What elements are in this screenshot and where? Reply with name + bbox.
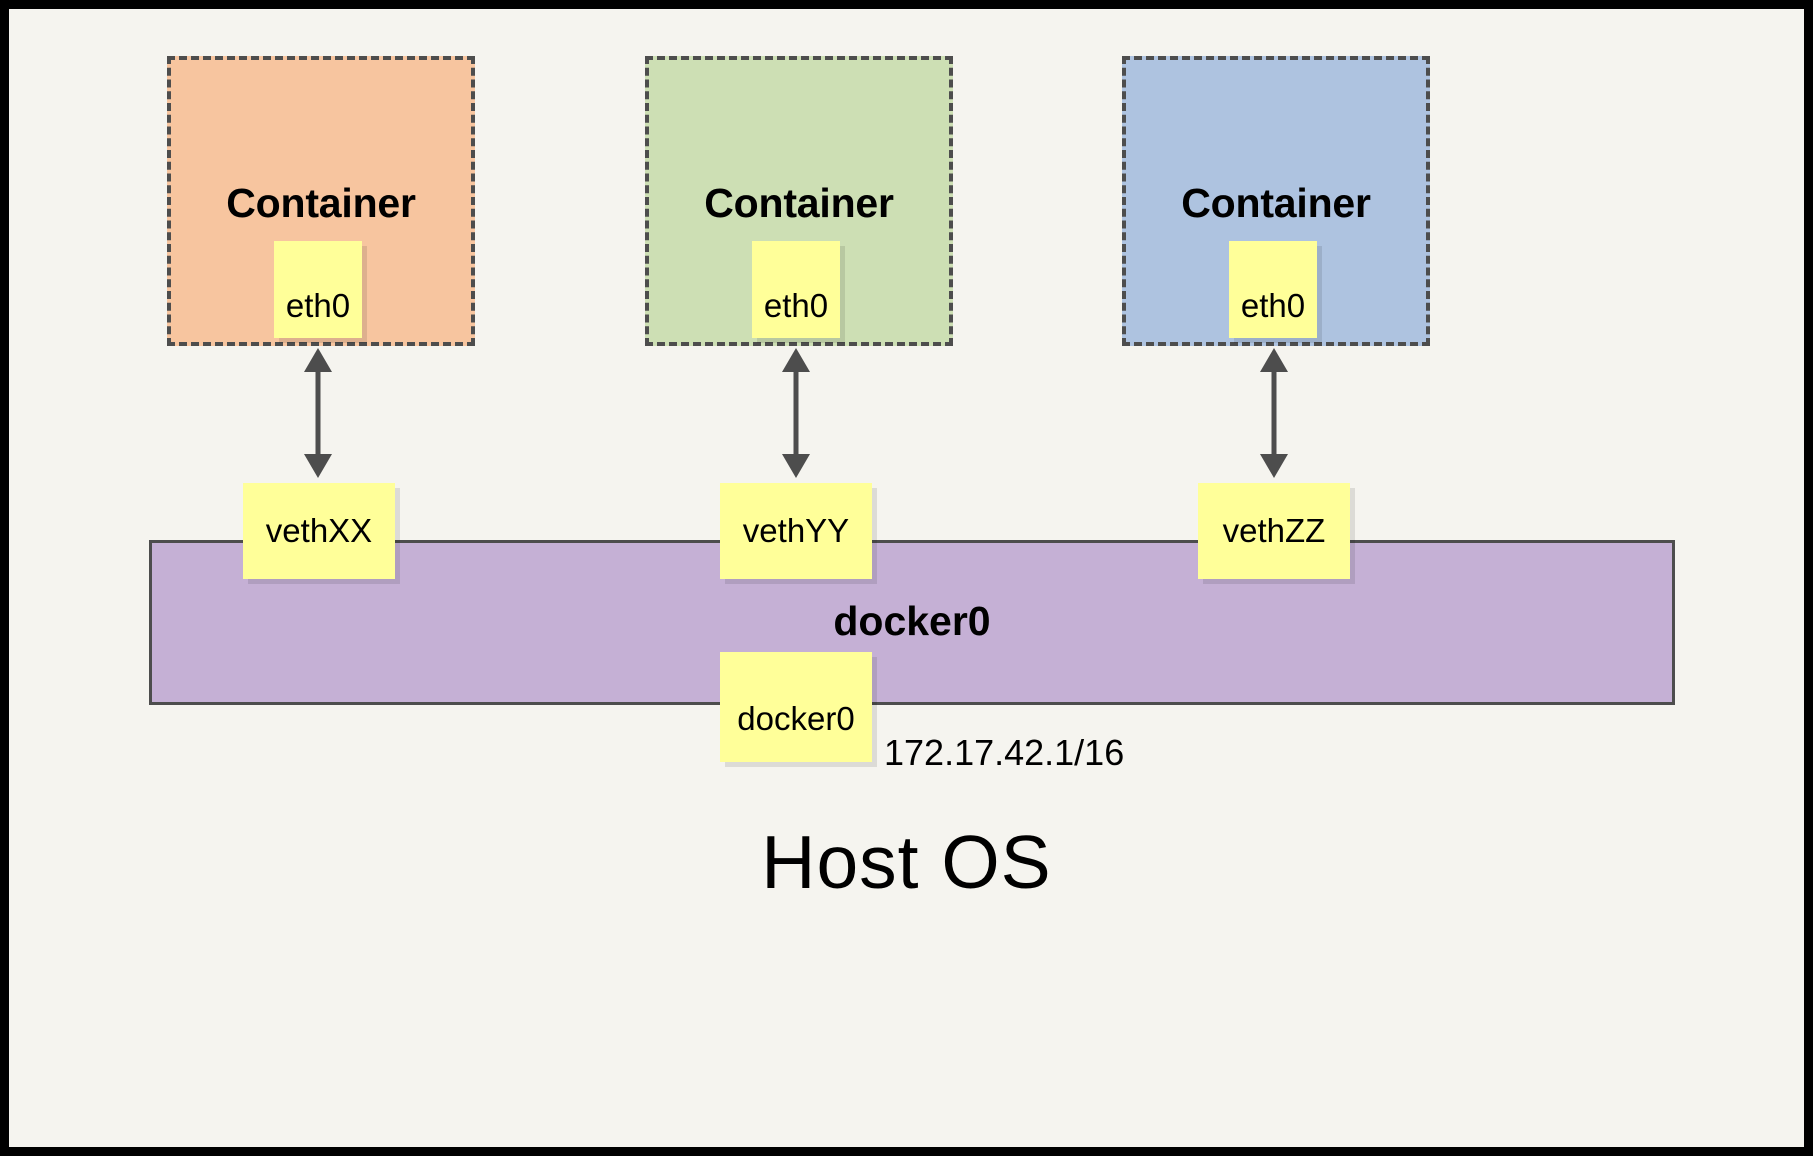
eth0-chip-3[interactable]: eth0 [1229,241,1317,338]
veth-chip-vethzz[interactable]: vethZZ [1198,483,1350,579]
docker0-ip-label: 172.17.42.1/16 [884,732,1125,773]
container-title-3: Container [1181,180,1371,226]
docker0-interface-chip[interactable]: docker0 [720,652,872,762]
veth-chip-vethxx[interactable]: vethXX [243,483,395,579]
host-os-label: Host OS [761,820,1052,904]
eth0-chip-1[interactable]: eth0 [274,241,362,338]
docker0-bridge-bar[interactable]: docker0 [149,540,1675,705]
docker0-bridge-label: docker0 [833,598,991,644]
container-title-1: Container [226,180,416,226]
container-title-2: Container [704,180,894,226]
veth-chip-vethyy[interactable]: vethYY [720,483,872,579]
eth0-chip-2[interactable]: eth0 [752,241,840,338]
veth-arrow-2 [782,348,810,478]
veth-arrow-1 [304,348,332,478]
veth-arrow-3 [1260,348,1288,478]
